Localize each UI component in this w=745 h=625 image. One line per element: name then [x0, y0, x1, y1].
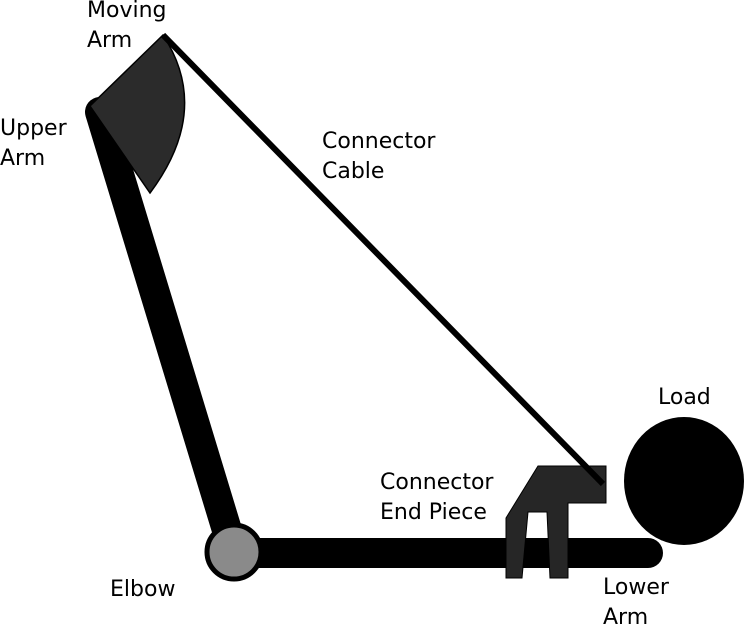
load-weight	[624, 417, 744, 545]
connector-end-piece	[505, 465, 607, 579]
upper-arm-label: Upper Arm	[0, 116, 74, 171]
connector-end-piece-label: Connector End Piece	[380, 470, 500, 525]
load-label: Load	[658, 385, 711, 410]
connector-cable-label: Connector Cable	[322, 129, 442, 184]
elbow-label: Elbow	[110, 577, 175, 602]
elbow-joint	[204, 522, 264, 582]
connector-cable	[160, 32, 606, 487]
lower-arm-label: Lower Arm	[603, 575, 676, 625]
moving-arm-label: Moving Arm	[87, 0, 173, 53]
upper-arm	[85, 97, 248, 565]
